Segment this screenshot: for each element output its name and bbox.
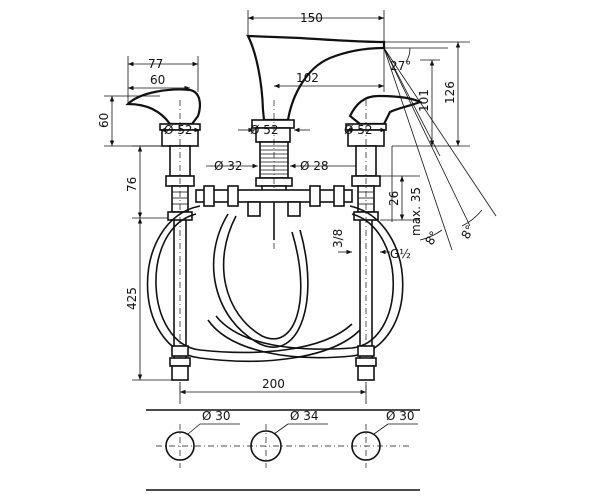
label-hole-center: Ø 34 [290, 409, 319, 423]
spout [246, 34, 386, 250]
label-8deg-left: 8° [422, 229, 441, 248]
label-150: 150 [300, 11, 323, 25]
label-g-half: G½ [390, 247, 411, 261]
label-60-h: 60 [150, 73, 165, 87]
label-200: 200 [262, 377, 285, 391]
label-26: 26 [387, 191, 401, 206]
dimension-lines [104, 10, 497, 404]
hole-center [250, 430, 282, 462]
label-dia52-center: Ø 52 [250, 123, 279, 137]
left-valve [125, 88, 201, 390]
label-102: 102 [296, 71, 319, 85]
label-27deg: 27° [390, 59, 411, 73]
label-dia52-left: Ø 52 [164, 123, 193, 137]
label-60-v: 60 [97, 113, 111, 128]
label-dia32: Ø 32 [214, 159, 243, 173]
label-max35: max. 35 [409, 187, 423, 236]
label-8deg-right: 8° [458, 223, 477, 242]
label-425: 425 [125, 287, 139, 310]
label-dia28: Ø 28 [300, 159, 329, 173]
label-hole-left: Ø 30 [202, 409, 231, 423]
right-valve [345, 94, 423, 390]
label-3-8: 3/8 [331, 229, 345, 248]
label-hole-right: Ø 30 [386, 409, 415, 423]
label-101: 101 [417, 89, 431, 112]
connection-tee [195, 185, 353, 217]
hoses [146, 205, 404, 381]
deck-plate [146, 409, 420, 491]
dimension-labels: 150 77 60 60 102 27° 101 126 Ø 52 Ø 52 Ø… [97, 11, 477, 423]
center-shank-thread [259, 141, 289, 179]
label-76: 76 [125, 177, 139, 192]
label-126: 126 [443, 81, 457, 104]
label-77: 77 [148, 57, 163, 71]
label-dia52-right: Ø 52 [344, 123, 373, 137]
